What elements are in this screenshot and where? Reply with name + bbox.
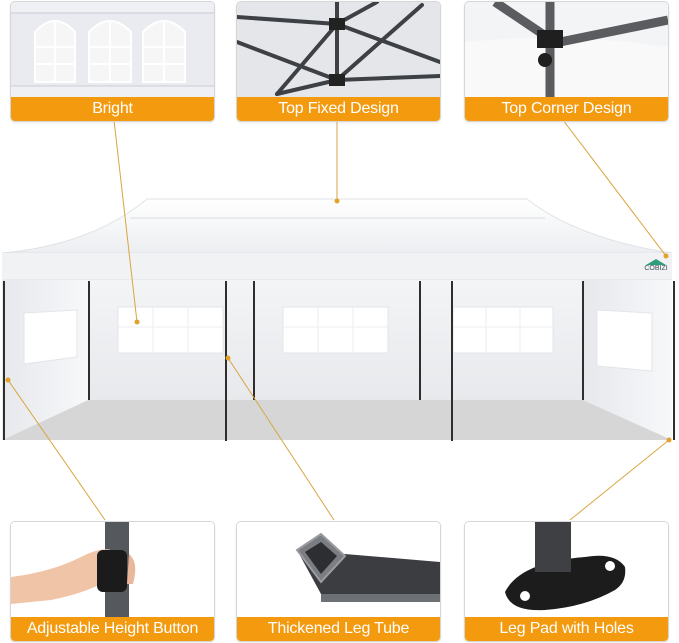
corner-joint-image xyxy=(465,2,668,97)
feature-label: Top Corner Design xyxy=(465,97,668,121)
feature-label: Thickened Leg Tube xyxy=(237,617,440,641)
window-panel-image xyxy=(11,2,214,97)
feature-label: Adjustable Height Button xyxy=(11,617,214,641)
tent-illustration: COBIZI xyxy=(1,198,675,441)
height-button-image xyxy=(11,522,214,617)
frame-joint-image xyxy=(237,2,440,97)
feature-label: Leg Pad with Holes xyxy=(465,617,668,641)
feature-card-top-corner: Top Corner Design xyxy=(464,1,669,122)
feature-card-bright: Bright xyxy=(10,1,215,122)
feature-card-top-fixed: Top Fixed Design xyxy=(236,1,441,122)
leg-tube-image xyxy=(237,522,440,617)
leg-pad-image xyxy=(465,522,668,617)
feature-label: Bright xyxy=(11,97,214,121)
feature-card-thick-leg: Thickened Leg Tube xyxy=(236,521,441,642)
brand-logo: COBIZI xyxy=(644,265,667,272)
feature-card-leg-pad: Leg Pad with Holes xyxy=(464,521,669,642)
feature-label: Top Fixed Design xyxy=(237,97,440,121)
feature-card-adjustable-height: Adjustable Height Button xyxy=(10,521,215,642)
